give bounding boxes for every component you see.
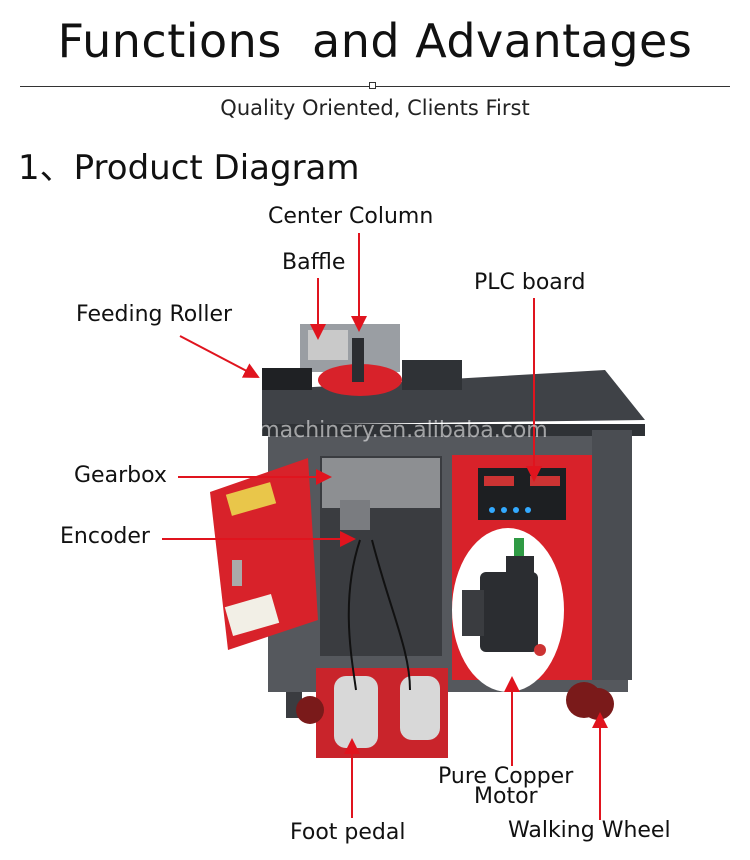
label-feeding-roller: Feeding Roller [76, 302, 233, 327]
arrow-feeding-roller [179, 335, 260, 378]
section-heading: 1、Product Diagram [18, 148, 360, 188]
label-gearbox: Gearbox [74, 463, 167, 488]
watermark: rebarmachinery.en.alibaba.com [200, 418, 548, 443]
page-title: Functions and Advantages [57, 14, 693, 68]
divider-ornament [369, 82, 376, 89]
machine-illustration [210, 324, 645, 758]
label-center-column: Center Column [268, 204, 434, 229]
callout-arrows [162, 233, 608, 820]
label-foot-pedal: Foot pedal [290, 820, 406, 845]
page-subtitle: Quality Oriented, Clients First [220, 96, 530, 120]
label-motor-line1: Pure Copper [438, 764, 574, 789]
label-motor-line2: Motor [474, 784, 538, 809]
label-baffle: Baffle [282, 250, 346, 275]
label-walking-wheel: Walking Wheel [508, 818, 671, 843]
label-encoder: Encoder [60, 524, 150, 549]
label-plc-board: PLC board [474, 270, 586, 295]
